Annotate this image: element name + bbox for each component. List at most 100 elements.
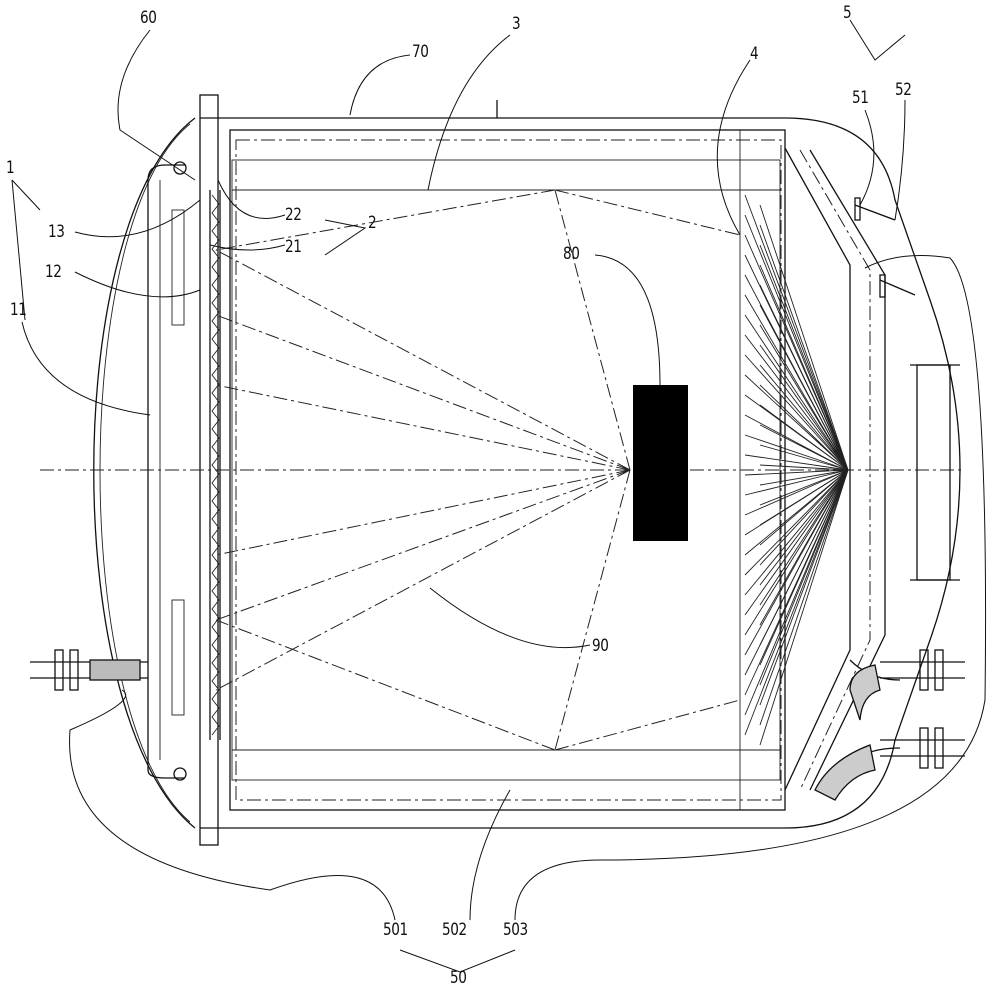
label-22: 22 (285, 205, 302, 225)
label-502: 502 (442, 920, 467, 940)
label-5: 5 (843, 3, 852, 23)
right-inlet-flange (919, 649, 929, 691)
reflector-blade (744, 194, 849, 471)
ray (215, 384, 631, 471)
reflector-blade (744, 374, 849, 471)
reflector-blade (744, 469, 849, 506)
left-inlet-hose (89, 659, 141, 681)
reflector-blade (744, 314, 849, 471)
pipe-elbow-top (173, 161, 187, 175)
left-inlet-flange (69, 649, 79, 691)
ray (554, 469, 631, 751)
right-inlet-hose (849, 664, 881, 721)
reflector-blade (744, 454, 849, 471)
reflector-blade (744, 469, 849, 706)
label-21: 21 (285, 237, 302, 257)
label-1: 1 (6, 158, 15, 178)
right-inlet-flange (934, 649, 944, 691)
reflector-blade (744, 354, 849, 471)
ray (215, 619, 556, 751)
outer-shell-inner-line (99, 123, 191, 823)
ray (554, 189, 741, 236)
reflector-blade (744, 469, 849, 586)
leader-52 (894, 99, 906, 221)
reflector-blade (744, 294, 849, 471)
label-503: 503 (503, 920, 528, 940)
outer-shell (93, 117, 961, 829)
reflector-blade (744, 414, 849, 471)
ray (215, 249, 631, 471)
label-50: 50 (450, 968, 467, 988)
leader-3 (427, 34, 511, 191)
target-block (633, 385, 688, 541)
leader-80 (594, 254, 661, 386)
reflector-blade (744, 469, 849, 606)
reflector-blade (744, 434, 849, 471)
leader-1 (11, 179, 41, 321)
inner-frame (231, 159, 781, 781)
leader-503 (514, 255, 987, 921)
left-bracket-bottom (171, 599, 185, 716)
leader-2 (324, 219, 367, 256)
right-inlet-flange (934, 727, 944, 769)
label-2: 2 (368, 213, 377, 233)
label-51: 51 (852, 88, 869, 108)
label-4: 4 (750, 44, 759, 64)
reflector-blade (744, 394, 849, 471)
reflector-blade (744, 334, 849, 471)
leader-51 (859, 109, 875, 206)
leader-70 (349, 54, 411, 116)
ray (554, 189, 631, 471)
label-3: 3 (512, 14, 521, 34)
leader-11 (21, 321, 151, 416)
ray (215, 189, 556, 251)
valve-body (879, 274, 886, 298)
reflector-blade (744, 469, 849, 746)
reflector-blade (744, 469, 849, 486)
label-11: 11 (10, 300, 27, 320)
leader-12 (74, 271, 201, 298)
right-housing-dashed (799, 149, 871, 791)
leader-60 (117, 29, 196, 181)
reflector-blade (744, 469, 849, 666)
leader-90 (429, 587, 591, 649)
leader-4 (716, 59, 751, 236)
leader-21 (209, 244, 286, 251)
leader-501 (69, 689, 396, 921)
leader-22 (217, 179, 286, 219)
right-inlet-hose (814, 744, 876, 801)
right-housing (784, 147, 851, 791)
leader-lines (11, 19, 987, 973)
ray (554, 699, 741, 751)
leader-50 (399, 949, 516, 973)
left-pipe (147, 164, 185, 779)
label-13: 13 (48, 222, 65, 242)
right-reflector (744, 194, 849, 746)
light-rays (215, 189, 741, 751)
label-70: 70 (412, 42, 429, 62)
right-port (916, 364, 951, 581)
label-80: 80 (563, 244, 580, 264)
reflector-blade (744, 214, 849, 471)
left-reflector (211, 194, 220, 736)
leader-13 (74, 199, 201, 238)
left-bracket-top (171, 209, 185, 326)
right-inlet-flange (919, 727, 929, 769)
ray (215, 469, 631, 556)
left-inlet-flange (54, 649, 64, 691)
leader-5 (849, 19, 906, 61)
label-52: 52 (895, 80, 912, 100)
label-12: 12 (45, 262, 62, 282)
ray (215, 314, 631, 471)
ray (215, 469, 631, 621)
right-housing-outer (809, 149, 886, 791)
valve-body (854, 197, 861, 221)
label-501: 501 (383, 920, 408, 940)
leader-502 (469, 789, 511, 921)
top-right-valves (854, 204, 916, 296)
reflector-blade (744, 469, 849, 726)
label-60: 60 (140, 8, 157, 28)
ray (215, 469, 631, 691)
